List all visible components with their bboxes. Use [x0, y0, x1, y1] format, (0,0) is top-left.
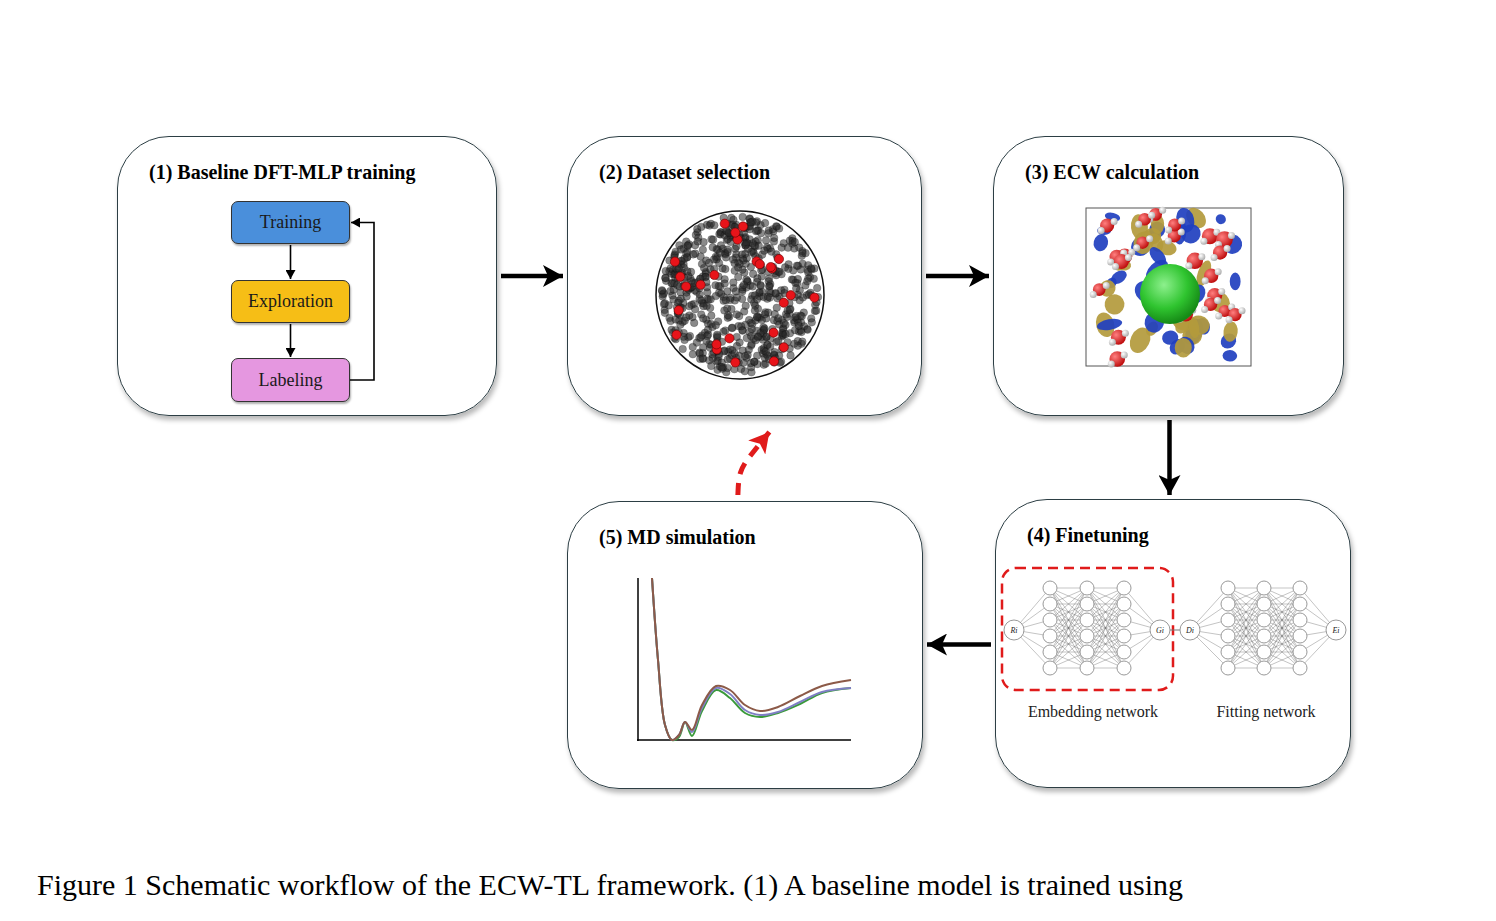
- network-label: Embedding network: [1028, 703, 1158, 721]
- input-symbol: Di: [1186, 626, 1194, 635]
- process-box: Training: [231, 201, 350, 244]
- input-symbol: Ri: [1010, 626, 1017, 635]
- panel-heading: (1) Baseline DFT-MLP training: [149, 161, 415, 184]
- flow-arrow: [501, 274, 563, 279]
- process-box: Exploration: [231, 280, 350, 323]
- box-label: Exploration: [248, 291, 333, 312]
- stage-panel: (1) Baseline DFT-MLP trainingTrainingExp…: [117, 136, 497, 416]
- stage-panel: (4) Finetuning: [995, 499, 1351, 788]
- panel-heading: (2) Dataset selection: [599, 161, 770, 184]
- panel-heading: (4) Finetuning: [1027, 524, 1149, 547]
- stage-panel: (2) Dataset selection: [567, 136, 922, 416]
- flow-arrow: [350, 223, 374, 381]
- box-label: Training: [260, 212, 321, 233]
- dataset-circle: [656, 211, 824, 379]
- network-label: Fitting network: [1216, 703, 1315, 721]
- flow-arrow: [926, 274, 989, 279]
- rdf-plot: [637, 578, 851, 741]
- box-label: Labeling: [259, 370, 323, 391]
- flow-arrow: [927, 642, 991, 647]
- feedback-arrow: [738, 432, 769, 495]
- panel-heading: (3) ECW calculation: [1025, 161, 1199, 184]
- ecw-illustration: [1086, 204, 1251, 368]
- stage-panel: (3) ECW calculation: [993, 136, 1344, 416]
- flow-arrow: [290, 245, 292, 279]
- figure-caption: Figure 1 Schematic workflow of the ECW-T…: [37, 868, 1183, 902]
- output-symbol: Gi: [1156, 626, 1164, 635]
- flow-arrow: [290, 324, 292, 357]
- neural-networks: [1002, 568, 1346, 690]
- stage-panel: (5) MD simulation: [567, 501, 923, 789]
- output-symbol: Ei: [1332, 626, 1339, 635]
- process-box: Labeling: [231, 358, 350, 402]
- panel-heading: (5) MD simulation: [599, 526, 756, 549]
- flow-arrow: [1167, 420, 1172, 495]
